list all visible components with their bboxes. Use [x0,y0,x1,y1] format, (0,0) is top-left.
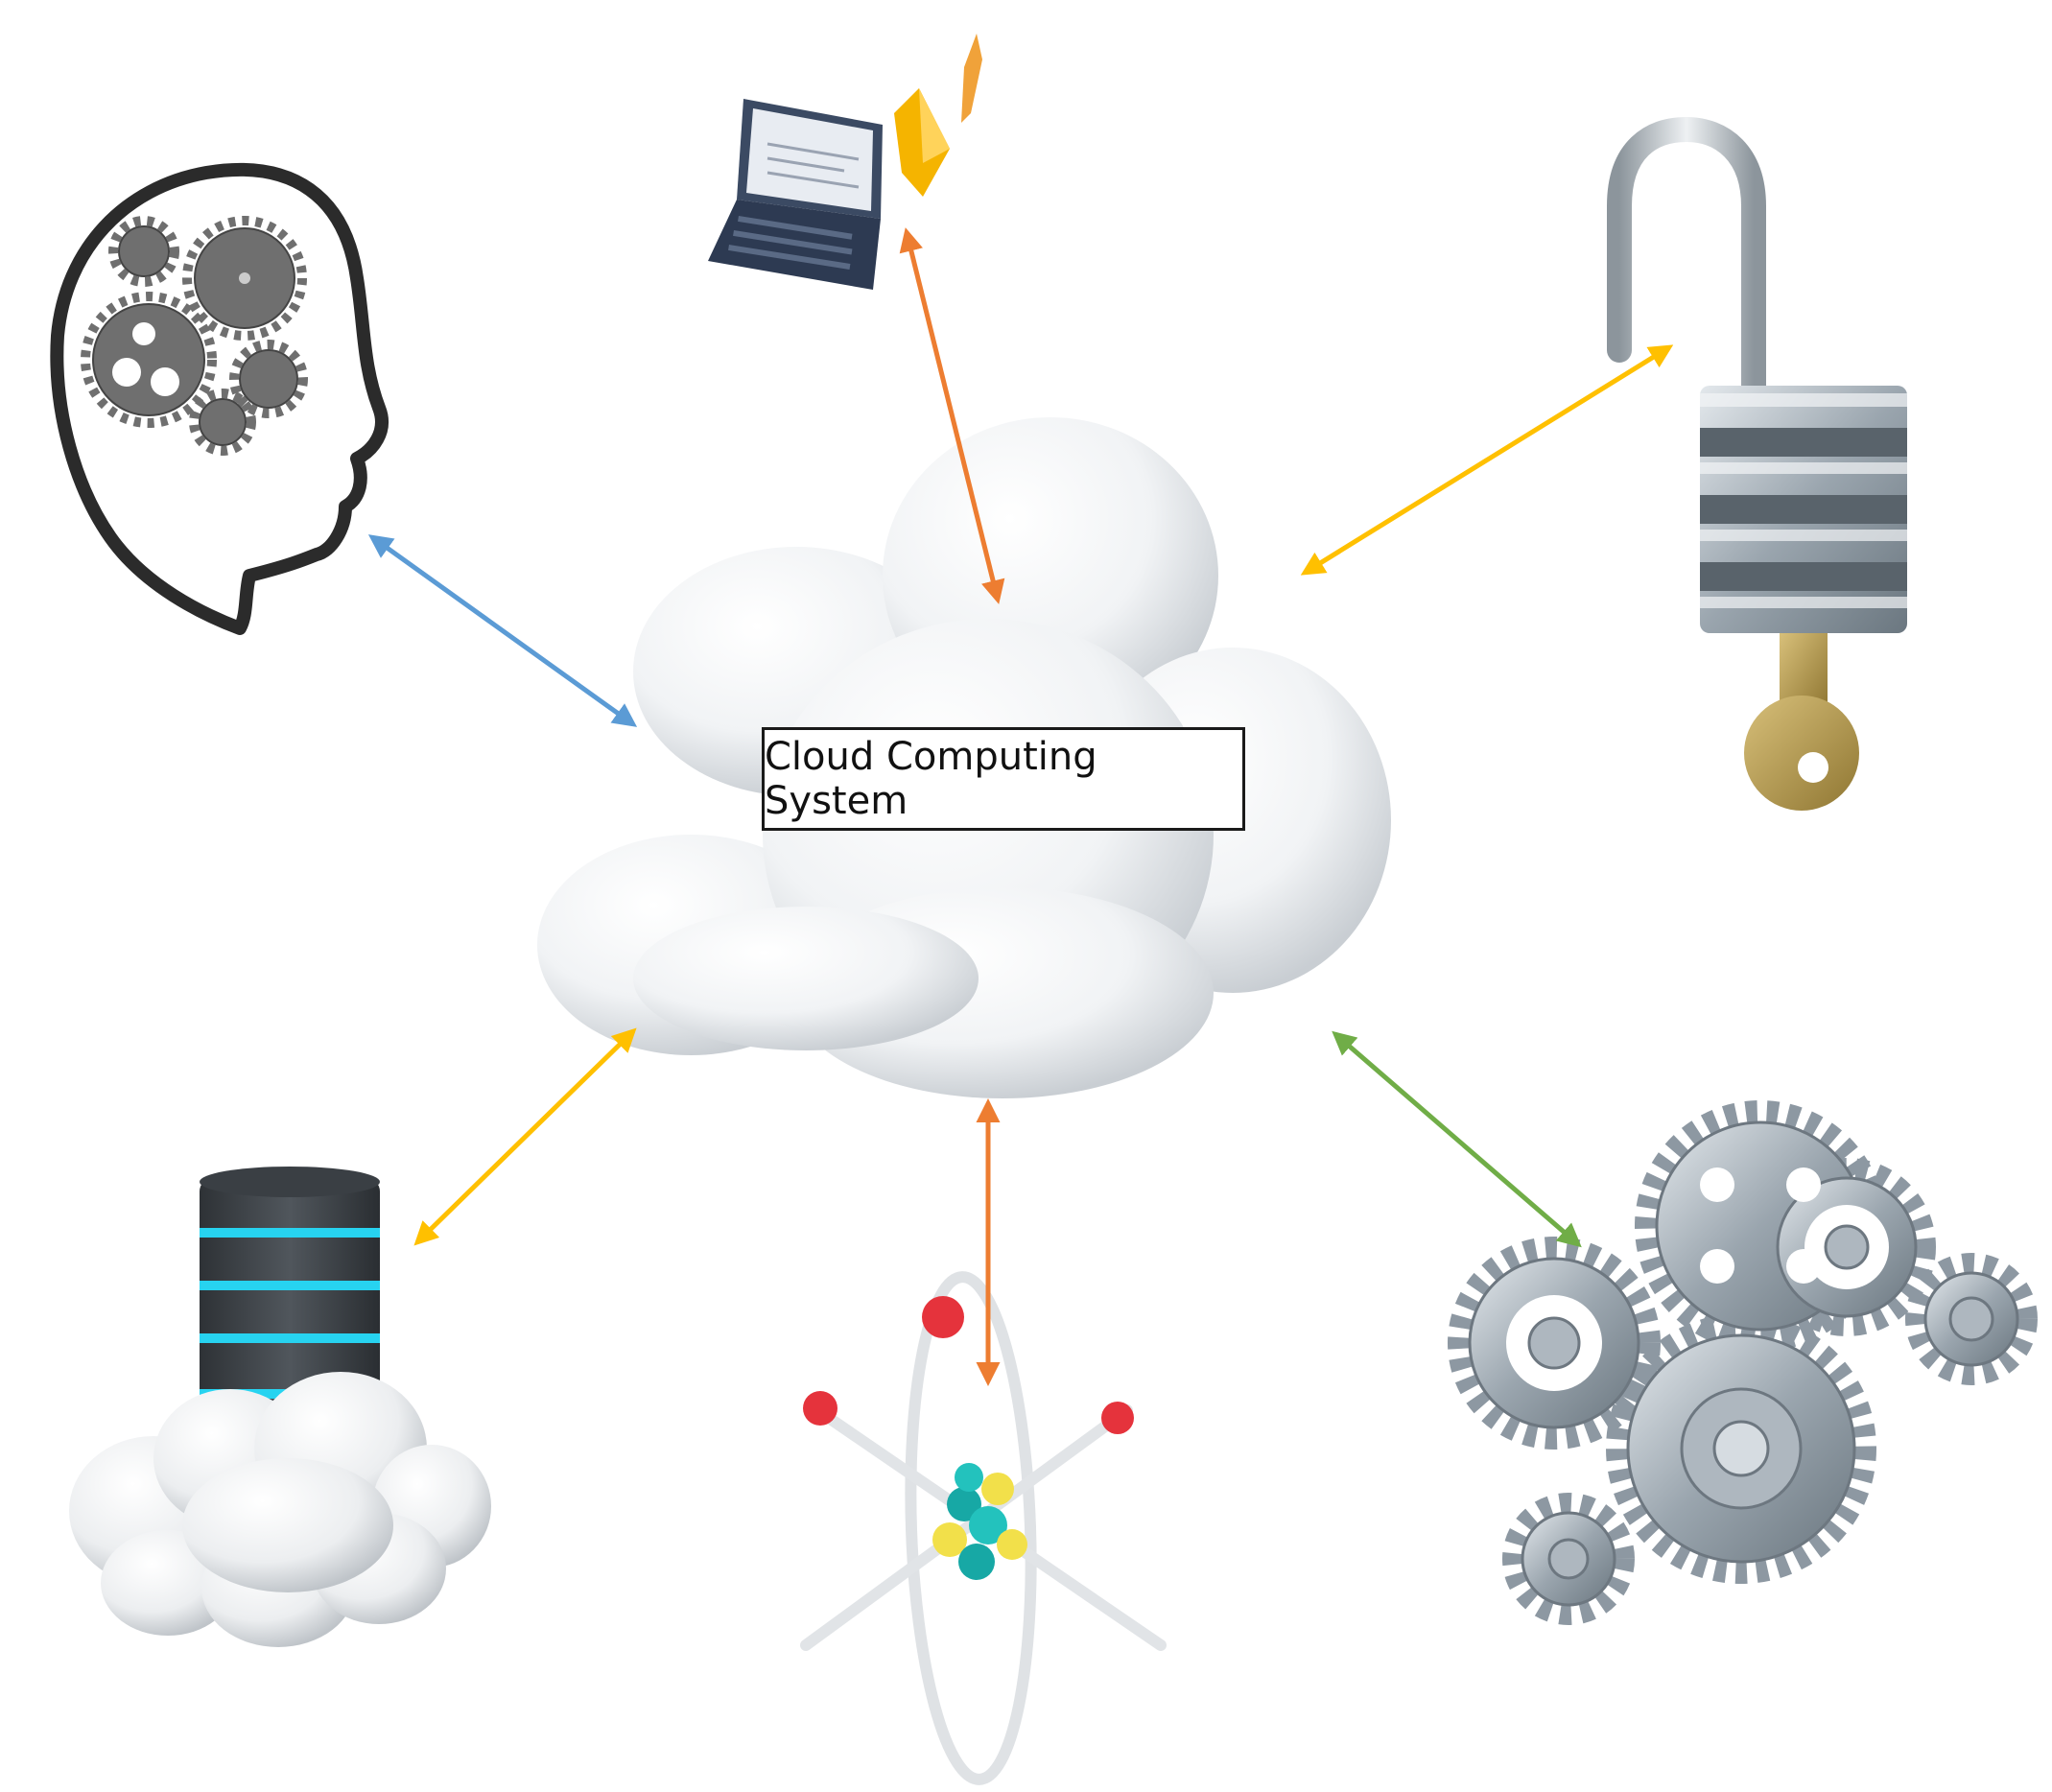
atom-icon [800,1271,1167,1785]
arrow-gears [1332,1030,1582,1248]
center-label: Cloud Computing System [762,727,1245,831]
arrow-database [413,1027,637,1246]
arrow-laptop [899,227,1005,604]
arrow-padlock [1300,344,1674,576]
database-cloud-icon [69,1167,491,1647]
gears-machinery-icon [1448,1100,2038,1625]
arrow-brain [367,534,638,727]
laptop-email-icon [708,34,982,290]
padlock-key-icon [1607,116,1907,811]
brain-gears-icon [50,162,389,635]
